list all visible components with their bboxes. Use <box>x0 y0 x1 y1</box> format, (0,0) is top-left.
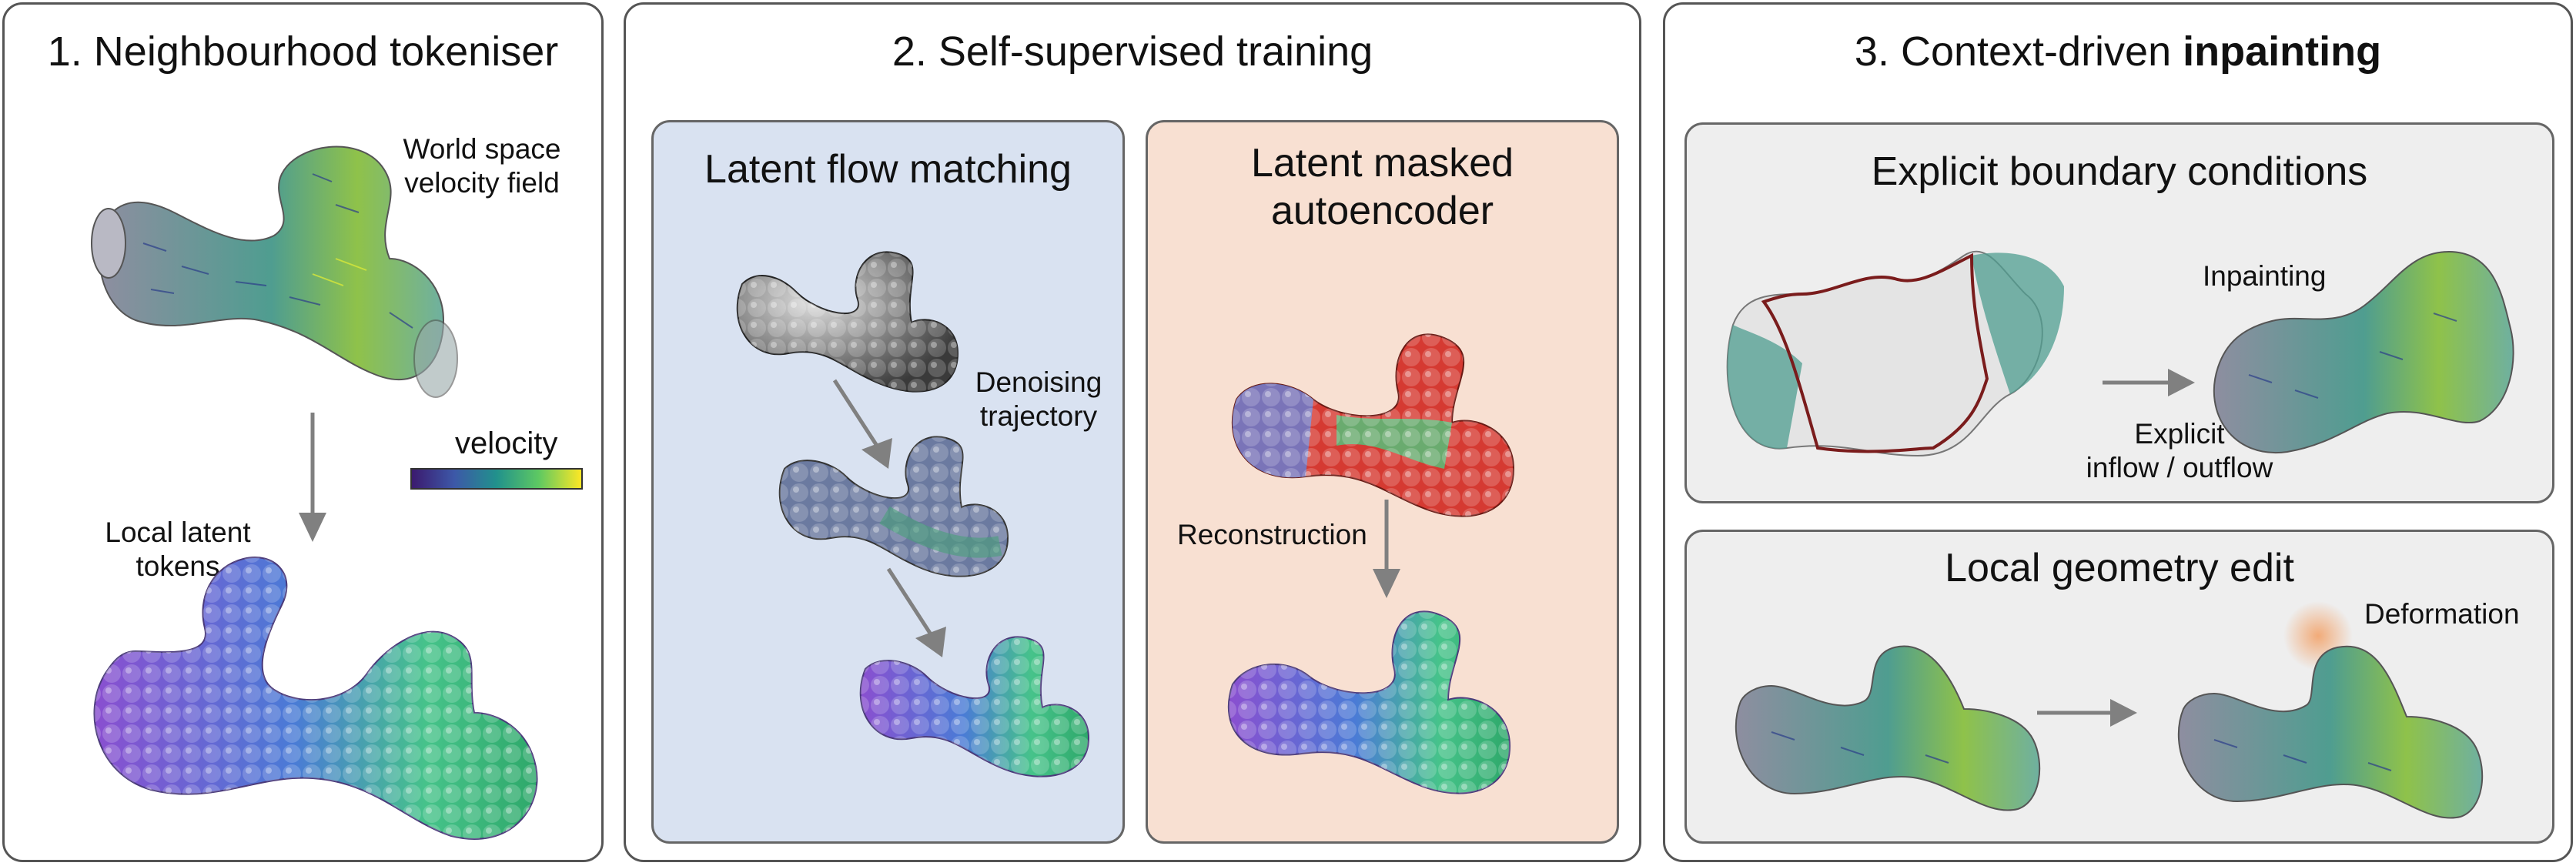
masked-tokens <box>1231 333 1515 517</box>
masked-autoencoder-title-line2: autoencoder <box>1270 189 1494 233</box>
geometry-edit-title: Local geometry edit <box>1945 546 2294 590</box>
boundary-conditions-box: Explicit boundary conditions Inpainting … <box>1684 122 2554 503</box>
world-space-label-line2: velocity field <box>404 167 560 199</box>
denoised-tokens <box>859 636 1090 777</box>
world-velocity-vessel <box>91 145 458 398</box>
boundary-conditions-title: Explicit boundary conditions <box>1871 149 2368 194</box>
panel-title-bold: inpainting <box>2183 28 2382 75</box>
geometry-edit-arrow <box>2037 699 2137 727</box>
denoising-label-line1: Denoising <box>975 366 1102 398</box>
explicit-inflow-label: Explicit inflow / outflow <box>2056 417 2303 485</box>
deformed-geometry-vessel <box>2177 601 2484 819</box>
flow-matching-title: Latent flow matching <box>704 147 1072 192</box>
panel-tokeniser: 1. Neighbourhood tokeniser World space v… <box>2 2 604 862</box>
inpainted-vessel <box>2213 250 2514 454</box>
latent-tokens-label-line2: tokens <box>135 550 220 582</box>
velocity-colorbar <box>410 468 583 490</box>
denoising-label-line2: trajectory <box>979 400 1098 432</box>
velocity-label: velocity <box>455 426 558 460</box>
geometry-edit-box: Local geometry edit Deformation <box>1684 530 2554 844</box>
panel-inpainting: 3. Context-driven inpainting Explicit bo… <box>1663 2 2573 862</box>
panel-title: 3. Context-driven inpainting <box>1665 28 2571 75</box>
masked-autoencoder-box: Latent masked autoencoder Reconstruction <box>1146 120 1619 844</box>
flow-arrow-1 <box>832 379 892 469</box>
inpainting-label: Inpainting <box>2203 260 2327 292</box>
denoising-label: Denoising trajectory <box>962 366 1116 433</box>
world-space-label-line1: World space <box>403 133 561 165</box>
boundary-vessel <box>1726 250 2064 457</box>
noisy-tokens <box>736 251 959 393</box>
latent-tokens-label-line1: Local latent <box>105 517 251 548</box>
reconstructed-tokens <box>1228 610 1511 794</box>
inpainting-arrow <box>2103 369 2195 396</box>
explicit-inflow-label-line2: inflow / outflow <box>2086 452 2273 483</box>
latent-tokens-shape <box>93 557 538 840</box>
flow-matching-box: Latent flow matching Denoising trajector… <box>651 120 1125 844</box>
reconstruction-label: Reconstruction <box>1177 519 1367 550</box>
masked-autoencoder-title-line1: Latent masked <box>1250 141 1514 186</box>
panel-title: 2. Self-supervised training <box>892 28 1373 75</box>
masked-autoencoder-title: Latent masked autoencoder <box>1148 139 1617 235</box>
panel-training: 2. Self-supervised training Latent flow … <box>624 2 1641 862</box>
flow-arrow-2 <box>886 567 946 657</box>
latent-tokens-label: Local latent tokens <box>82 516 274 583</box>
panel-title: 1. Neighbourhood tokeniser <box>47 28 559 75</box>
original-geometry-vessel <box>1735 645 2041 811</box>
partially-denoised-tokens <box>778 436 1009 577</box>
tokeniser-arrow <box>299 413 326 542</box>
panel-title-prefix: 3. Context-driven <box>1854 28 2183 75</box>
deformation-label: Deformation <box>2364 598 2520 630</box>
explicit-inflow-label-line1: Explicit <box>2134 418 2225 450</box>
world-space-label: World space velocity field <box>366 132 597 200</box>
reconstruction-arrow <box>1373 500 1400 598</box>
